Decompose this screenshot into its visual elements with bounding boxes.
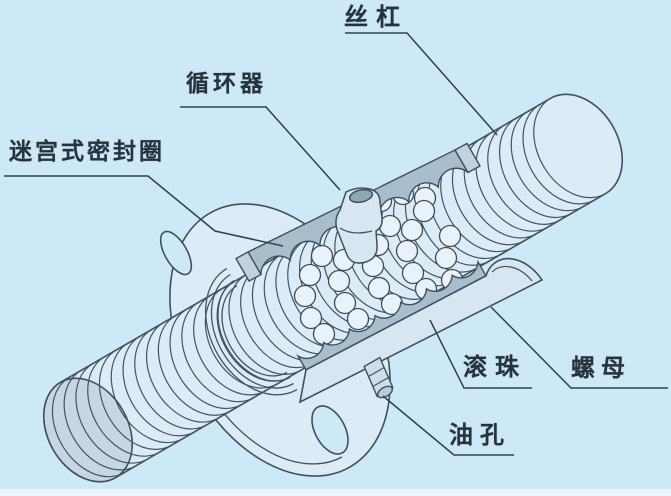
leader-screw-shaft: [345, 32, 498, 136]
leader-lines: [4, 32, 668, 456]
oil-nipple-graphic: [363, 356, 394, 399]
circulator-opening: [348, 188, 374, 204]
label-nut: 螺母: [571, 354, 631, 382]
circulator-graphic: [335, 187, 383, 264]
flange-bolt-hole-bottom: [311, 405, 349, 455]
flange-bolt-hole-top: [159, 230, 193, 276]
label-circulator: 循环器: [186, 71, 267, 97]
leader-nut: [490, 306, 668, 389]
leader-oil-hole: [382, 395, 514, 456]
bottom-margin: [0, 489, 671, 496]
leader-labyrinth-seal: [4, 175, 284, 247]
label-oil-hole: 油孔: [449, 421, 511, 449]
labyrinth-seal-graphic: [204, 267, 298, 396]
leader-ball: [429, 319, 532, 389]
nut-body-graphic: [298, 257, 544, 404]
balls-graphic: [293, 182, 464, 346]
screw-right-end-rim: [533, 93, 623, 199]
leader-circulator: [180, 106, 341, 191]
label-ball: 滚珠: [463, 353, 527, 381]
lower-cut-face: [296, 259, 487, 371]
label-screw-shaft: 丝杠: [344, 3, 408, 31]
screw-end-face: [42, 377, 134, 483]
label-labyrinth-seal: 迷宫式密封圈: [9, 139, 165, 165]
